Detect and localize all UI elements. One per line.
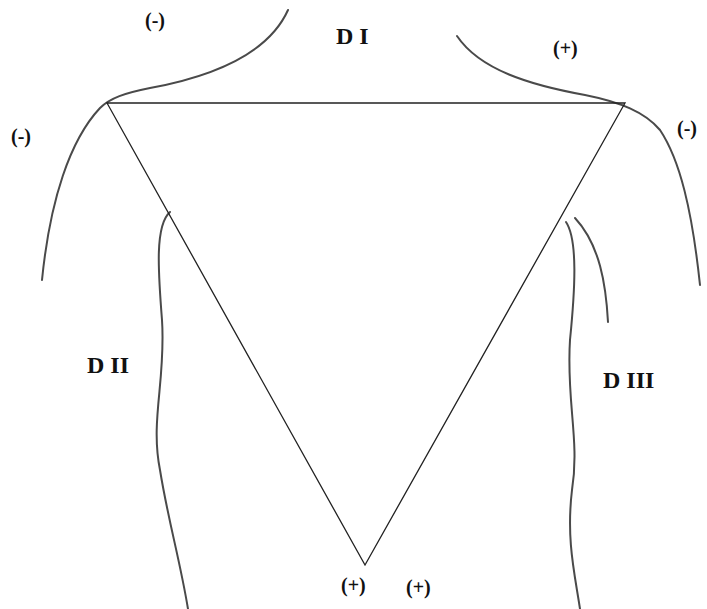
- polarity-sign: (+): [405, 577, 432, 597]
- polarity-sign: (-): [10, 126, 32, 146]
- lead-name: D III: [602, 368, 655, 392]
- right-arm-inner: [575, 218, 608, 322]
- einthoven-triangle: [107, 103, 625, 565]
- left-torso: [157, 212, 188, 609]
- right-torso: [566, 222, 580, 609]
- right-neck-shoulder: [457, 36, 700, 285]
- polarity-sign: (+): [340, 575, 367, 595]
- lead-name: D II: [86, 353, 130, 377]
- polarity-sign: (-): [144, 10, 166, 30]
- left-neck-shoulder: [42, 10, 288, 280]
- polarity-sign: (-): [676, 118, 698, 138]
- polarity-sign: (+): [552, 38, 579, 58]
- lead-name: D I: [335, 24, 370, 48]
